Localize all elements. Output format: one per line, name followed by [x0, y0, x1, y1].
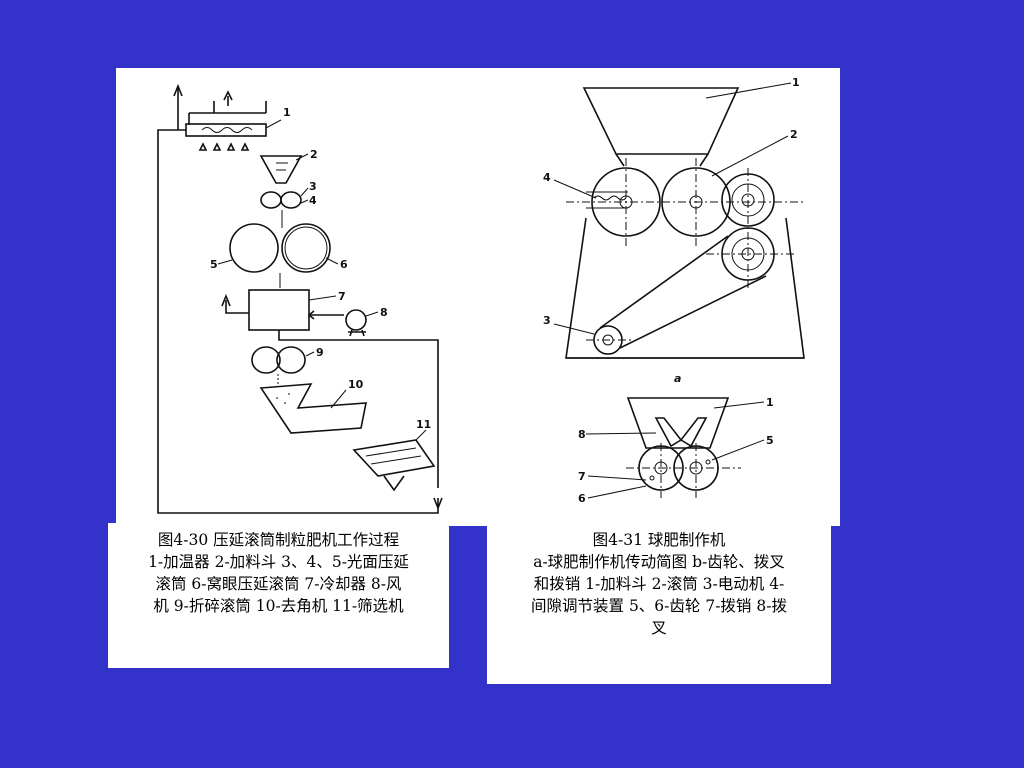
crushing-roller-left: [251, 346, 281, 374]
dehorning-machine: [259, 383, 367, 434]
label-b-hopper: 1: [766, 396, 774, 409]
hopper-b: [626, 397, 730, 449]
gear-6: [638, 445, 684, 491]
drum-left: [591, 167, 661, 237]
caption-fig-4-31: 图4-31 球肥制作机 a-球肥制作机传动简图 b-齿轮、拨叉 和拨销 1-加料…: [487, 523, 831, 684]
label-b-fork: 8: [578, 428, 586, 441]
fork: [654, 417, 708, 448]
label-crusher: 9: [316, 346, 324, 359]
label-roller-3: 3: [309, 180, 317, 193]
label-b-pin: 7: [578, 470, 586, 483]
drum-right: [661, 167, 731, 237]
caption-left-line-3: 机 9-折碎滚筒 10-去角机 11-筛选机: [153, 597, 404, 615]
label-b-gear-6: 6: [578, 492, 586, 505]
label-roller-4: 4: [309, 194, 317, 207]
gear-fork-pin-diagram: 1 8 5 7 6: [578, 396, 774, 505]
fan: [345, 309, 367, 331]
label-roller-5: 5: [210, 258, 218, 271]
label-a-hopper: 1: [792, 76, 800, 89]
label-roller-6: 6: [340, 258, 348, 271]
caption-left-title: 图4-30 压延滚筒制粒肥机工作过程: [157, 531, 400, 549]
caption-right-line-4: 叉: [651, 619, 667, 637]
caption-right-line-1: a-球肥制作机传动简图 b-齿轮、拨叉: [533, 553, 785, 571]
label-dehorner: 10: [348, 378, 364, 391]
pin: [649, 475, 655, 481]
label-b-gear-5: 5: [766, 434, 774, 447]
sublabel-a: a: [674, 372, 681, 385]
label-sieve: 11: [416, 418, 431, 431]
caption-fig-4-30: 图4-30 压延滚筒制粒肥机工作过程 1-加温器 2-加料斗 3、4、5-光面压…: [108, 523, 449, 668]
label-cooler: 7: [338, 290, 346, 303]
caption-right-title: 图4-31 球肥制作机: [592, 531, 726, 549]
label-a-drum: 2: [790, 128, 798, 141]
smooth-roller-5: [229, 223, 279, 273]
smooth-roller-4: [280, 191, 302, 209]
caption-left-line-2: 滚筒 6-窝眼压延滚筒 7-冷却器 8-风: [155, 575, 402, 593]
screening-machine: [352, 439, 436, 477]
label-hopper: 2: [310, 148, 318, 161]
cooler: [248, 289, 310, 331]
smooth-roller-3: [260, 191, 282, 209]
heater: [185, 123, 267, 137]
caption-left-line-1: 1-加温器 2-加料斗 3、4、5-光面压延: [148, 553, 409, 571]
hopper-a: [582, 87, 740, 155]
cup-roller-6: [281, 223, 331, 273]
heater-burners: [198, 142, 250, 151]
label-fan: 8: [380, 306, 388, 319]
label-a-gap-adjust: 4: [543, 171, 551, 184]
caption-right-line-3: 间隙调节装置 5、6-齿轮 7-拨销 8-拨: [531, 597, 787, 615]
caption-right-line-2: 和拨销 1-加料斗 2-滚筒 3-电动机 4-: [533, 575, 785, 593]
gear-5: [673, 445, 719, 491]
ball-fertilizer-machine-drive: 1 2 4: [543, 76, 806, 385]
machine-diagrams: 1 2 3 4 5 6 7: [157, 76, 806, 514]
roller-granulator-diagram: 1 2 3 4 5 6 7: [157, 83, 443, 514]
label-heater: 1: [283, 106, 291, 119]
crushing-roller-right: [276, 346, 306, 374]
feed-hopper: [259, 155, 303, 184]
diagram-panel: 1 2 3 4 5 6 7: [116, 68, 840, 526]
label-a-motor: 3: [543, 314, 551, 327]
